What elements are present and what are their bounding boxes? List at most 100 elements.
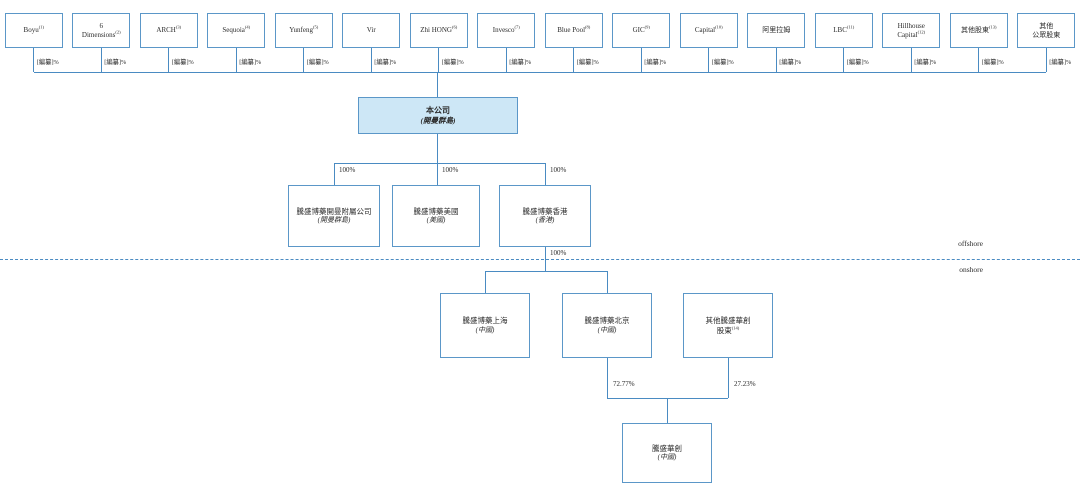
shareholder-box: Vir — [342, 13, 401, 48]
footnote-ref: (7) — [514, 24, 520, 30]
subsidiary-name: 騰盛博藥美國 — [413, 206, 459, 216]
footnote-ref: (2) — [115, 29, 121, 35]
offshore-onshore-divider — [0, 259, 1080, 260]
connector-line — [437, 163, 438, 185]
shareholder-name: Boyu(1) — [23, 25, 44, 35]
connector-line — [437, 134, 438, 163]
shareholder-name-text: Sequoia — [222, 26, 245, 35]
shareholder-name-text: Boyu — [23, 26, 39, 35]
shareholder-cell: Invesco(7) [編纂]% — [473, 13, 541, 72]
subsidiary-name: 騰盛博藥北京 — [584, 316, 630, 326]
ownership-label: [編纂]% — [1049, 59, 1072, 66]
shareholder-cell: 其他 公眾股東 [編纂]% — [1013, 13, 1080, 72]
ownership-label: [編纂]% — [509, 59, 532, 66]
footnote-ref: (5) — [312, 24, 319, 30]
connector-line — [438, 48, 440, 72]
connector-line — [235, 48, 237, 72]
subsidiary-location: (香港) — [535, 216, 555, 225]
shareholder-name-text: Hillhouse Capital — [897, 22, 925, 39]
shareholder-cell: ARCH(3) [編纂]% — [135, 13, 203, 72]
connector-line — [775, 48, 777, 72]
subsidiary-location: (開曼群島) — [317, 216, 351, 225]
company-name: 本公司 — [426, 105, 450, 115]
shareholder-name-text: Vir — [366, 26, 376, 35]
ownership-label: [編纂]% — [171, 59, 194, 66]
shareholder-box: Hillhouse Capital(12) — [882, 13, 941, 48]
connector-line — [708, 48, 710, 72]
shareholder-name: Zhi HONG(6) — [420, 24, 458, 34]
shareholder-box: Yunfeng(5) — [274, 13, 333, 48]
footnote-ref: (4) — [244, 24, 251, 30]
shareholder-box: 阿里拉姆 — [747, 13, 806, 48]
shareholder-box: LBC(11) — [814, 13, 873, 48]
shareholder-cell: 6 Dimensions(2)[編纂]% — [68, 13, 136, 72]
ownership-pct: 100% — [550, 166, 567, 174]
shareholder-box: 其他 公眾股東 — [1017, 13, 1076, 48]
connector-line — [485, 271, 486, 293]
shareholder-name-text: GIC — [632, 26, 645, 35]
ownership-pct: 72.77% — [613, 380, 635, 388]
connector-line — [843, 48, 845, 72]
subsidiary-location: (中國) — [597, 325, 617, 334]
connector-line — [573, 48, 575, 72]
ownership-label: [編纂]% — [914, 59, 937, 66]
footnote-ref: (6) — [451, 24, 458, 30]
shareholder-name: Capital(10) — [695, 25, 723, 34]
shareholder-name-text: Invesco — [492, 26, 515, 35]
footnote-ref: (3) — [175, 24, 182, 30]
ownership-label: [編纂]% — [846, 59, 869, 66]
shareholder-box: GIC(9) — [612, 13, 671, 48]
shareholder-cell: Capital(10) [編纂]% — [675, 13, 743, 72]
shareholder-box: Capital(10) — [679, 13, 738, 48]
shareholder-box: Zhi HONG(6) — [409, 13, 468, 48]
subsidiary-location: (美國) — [426, 216, 446, 225]
ownership-pct: 100% — [442, 166, 459, 174]
footnote-ref: (13) — [989, 24, 997, 30]
subsidiary-name: 騰盛博藥上海 — [462, 316, 508, 326]
shareholder-cell: Sequoia(4) [編纂]% — [203, 13, 271, 72]
shareholder-name: Hillhouse Capital(12) — [897, 22, 925, 39]
connector-line — [370, 48, 372, 72]
ownership-label: [編纂]% — [239, 59, 262, 66]
shareholder-cell: GIC(9)[編纂]% — [608, 13, 676, 72]
shareholder-cell: 阿里拉姆 [編纂]% — [743, 13, 811, 72]
connector-line — [505, 48, 507, 72]
shareholder-name-text: 其他股東 — [961, 26, 989, 35]
shareholder-box: Blue Pool(8) — [544, 13, 603, 48]
footnote-ref: (11) — [846, 24, 855, 30]
shareholder-cell: Vir [編纂]% — [338, 13, 406, 72]
company-location: (開曼群島) — [420, 115, 456, 125]
shareholder-name: ARCH(3) — [156, 24, 182, 34]
connector-line — [33, 48, 35, 72]
ownership-label: [編纂]% — [306, 59, 329, 66]
connector-line — [607, 358, 608, 398]
ownership-label: [編纂]% — [104, 59, 127, 66]
shareholder-name-text: LBC — [833, 26, 847, 35]
ownership-label: [編纂]% — [711, 59, 734, 66]
shareholder-box: Boyu(1) — [4, 13, 63, 48]
shareholder-name-text: Blue Pool — [557, 26, 586, 35]
connector-line — [607, 271, 608, 293]
connector-line — [334, 163, 335, 185]
ownership-label: [編纂]% — [576, 59, 599, 66]
connector-line — [640, 48, 642, 72]
ownership-label: [編纂]% — [374, 59, 397, 66]
ownership-label: [編纂]% — [441, 59, 464, 66]
subsidiary-box-shanghai: 騰盛博藥上海 (中國) — [440, 293, 530, 358]
connector-line — [34, 72, 1046, 73]
subsidiary-box-beijing: 騰盛博藥北京 (中國) — [562, 293, 652, 358]
shareholder-cell: Boyu(1)[編纂]% — [0, 13, 68, 72]
subsidiary-box-us: 騰盛博藥美國 (美國) — [392, 185, 480, 247]
connector-line — [100, 48, 102, 72]
ownership-label: [編纂]% — [779, 59, 802, 66]
ownership-pct: 100% — [339, 166, 356, 174]
connector-line — [168, 48, 170, 72]
shareholder-name: Sequoia(4) — [222, 24, 251, 35]
shareholder-box: Invesco(7) — [477, 13, 536, 48]
shareholder-cell: Blue Pool(8) [編纂]% — [540, 13, 608, 72]
shareholder-cell: LBC(11) [編纂]% — [810, 13, 878, 72]
shareholders-row: Boyu(1)[編纂]% 6 Dimensions(2)[編纂]% ARCH(3… — [0, 13, 1080, 72]
connector-line — [545, 163, 546, 185]
bottom-entity-box-huachuang: 騰盛華創 (中國) — [622, 423, 712, 483]
